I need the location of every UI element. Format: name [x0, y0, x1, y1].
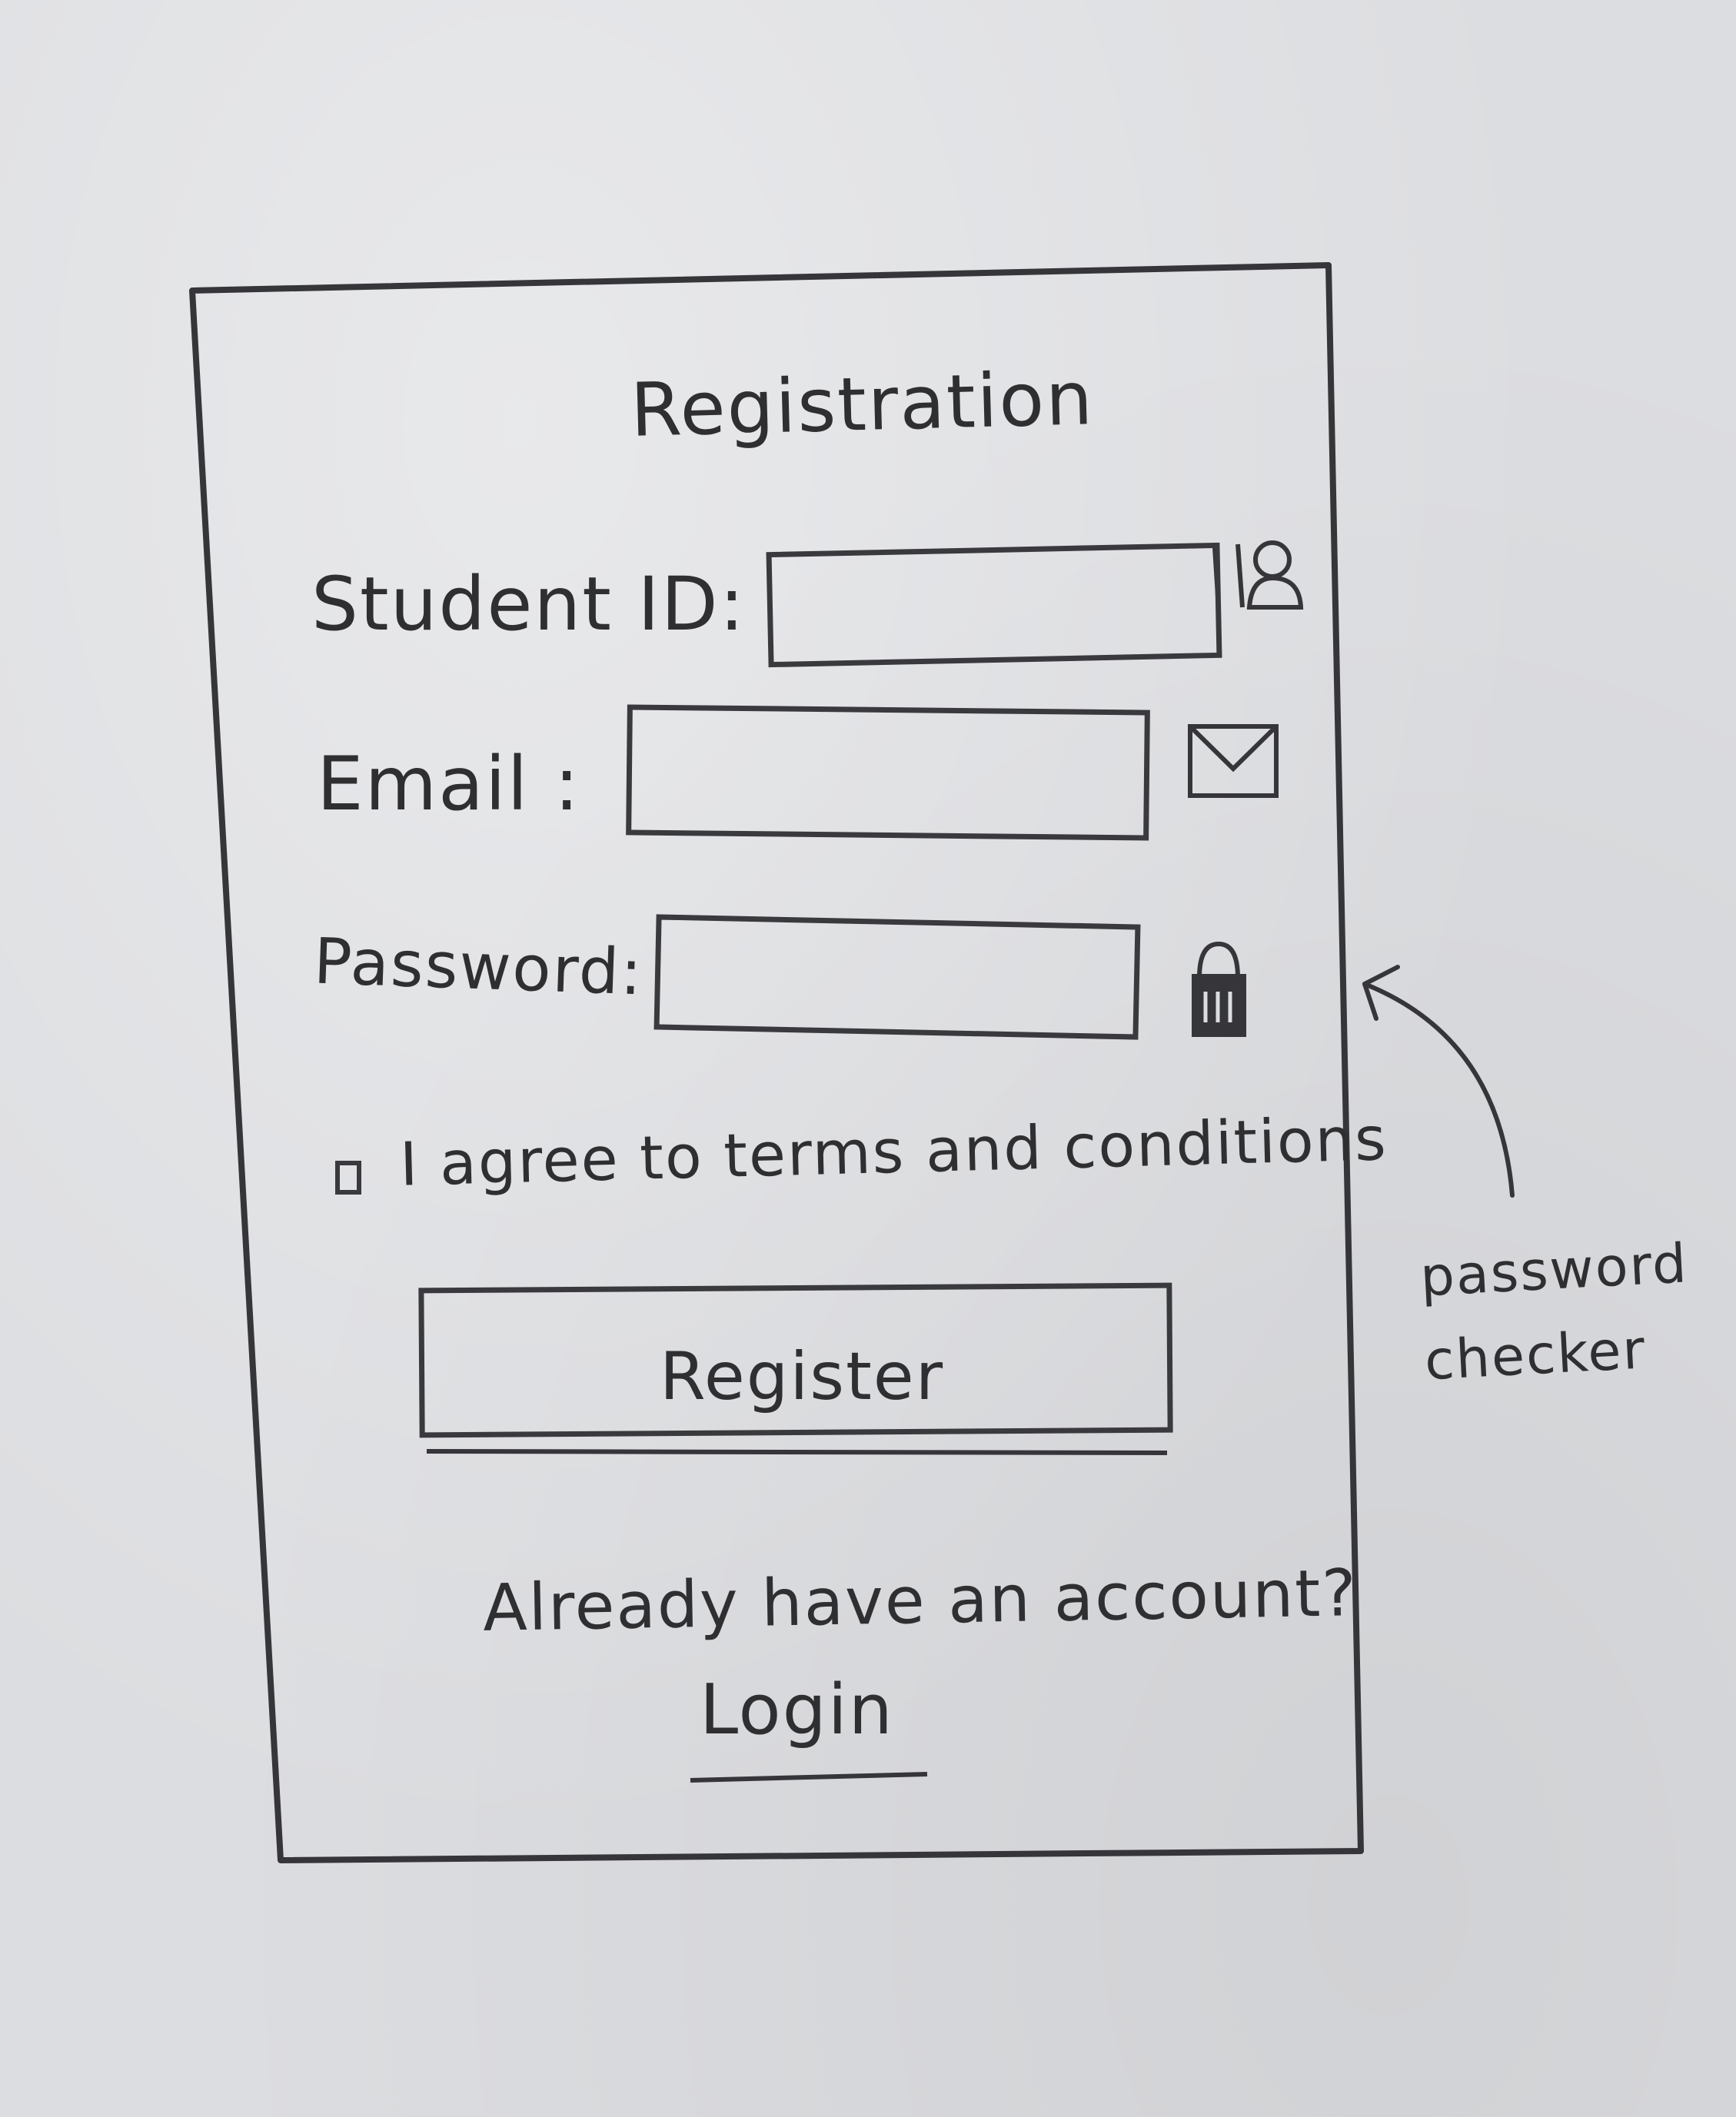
password-label: Password:: [312, 925, 645, 1010]
envelope-icon: [1188, 724, 1279, 798]
email-label: Email :: [317, 741, 581, 827]
password-checker-note: password checker: [1418, 1231, 1690, 1392]
annotation-arrow: [1362, 965, 1515, 1198]
lock-icon: [1192, 941, 1246, 1037]
student-id-input[interactable]: [766, 542, 1222, 668]
terms-checkbox[interactable]: [335, 1161, 361, 1195]
email-input[interactable]: [626, 704, 1150, 841]
user-icon: [1212, 540, 1304, 610]
student-id-label: Student ID:: [311, 561, 746, 647]
form-frame: [189, 262, 1364, 1863]
login-link[interactable]: Login: [700, 1670, 894, 1750]
page-title: Registration: [629, 355, 1096, 454]
register-underline: [426, 1449, 1168, 1455]
already-account-text: Already have an account?: [482, 1555, 1359, 1646]
register-button-label: Register: [660, 1338, 945, 1415]
password-input[interactable]: [653, 914, 1141, 1040]
login-underline: [690, 1772, 928, 1783]
